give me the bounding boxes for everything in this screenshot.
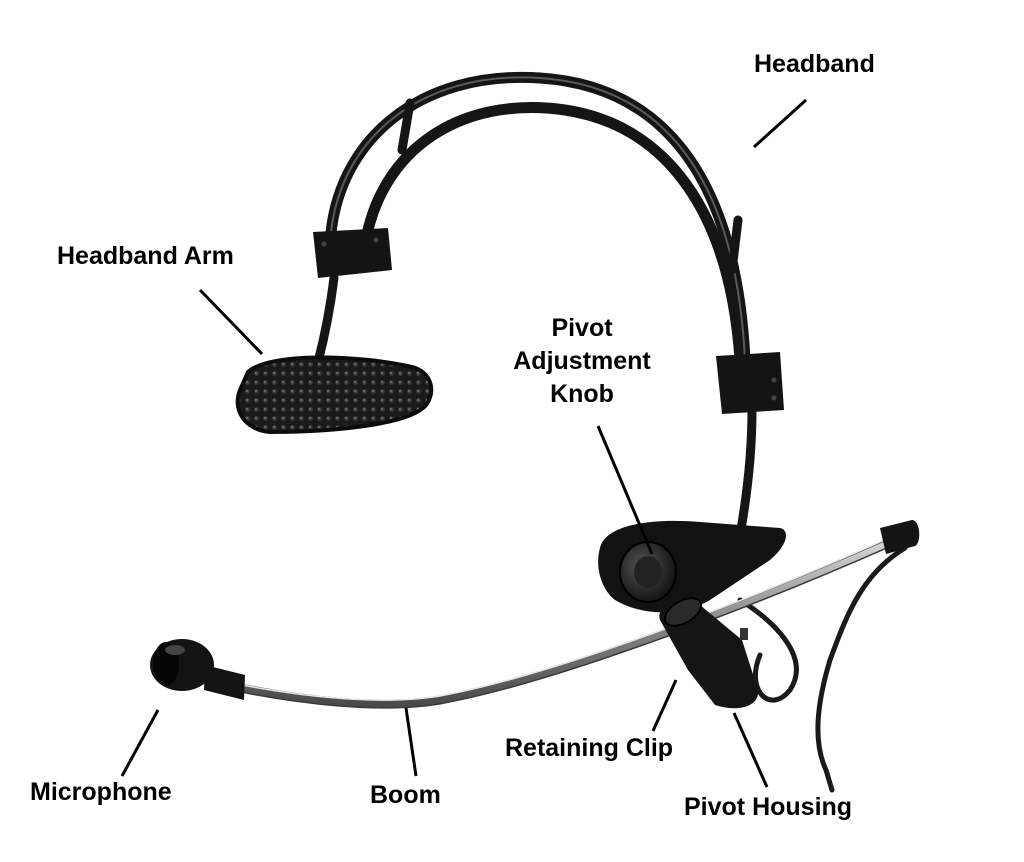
label-pivot-housing: Pivot Housing bbox=[684, 793, 853, 821]
left-slider-block bbox=[313, 228, 392, 278]
pivot-housing bbox=[659, 597, 759, 709]
leader-lines bbox=[120, 98, 808, 788]
right-slider-block bbox=[716, 352, 784, 414]
label-pivot-line-3: Knob bbox=[550, 380, 614, 408]
leader-headband bbox=[752, 98, 808, 149]
leader-boom bbox=[404, 707, 418, 777]
right-headband-arm bbox=[735, 405, 757, 540]
label-headband: Headband bbox=[754, 50, 875, 78]
label-headband-arm: Headband Arm bbox=[57, 242, 234, 270]
label-boom: Boom bbox=[370, 781, 441, 809]
label-microphone: Microphone bbox=[30, 778, 172, 806]
leader-headband-arm bbox=[198, 288, 264, 356]
leader-microphone bbox=[120, 709, 160, 777]
cable bbox=[737, 545, 908, 793]
label-pivot-line-1: Pivot bbox=[551, 314, 613, 342]
leader-pivot-housing bbox=[732, 712, 769, 788]
leader-retaining-clip bbox=[651, 679, 678, 732]
label-pivot-adjustment-knob: Pivot Adjustment Knob bbox=[492, 312, 672, 411]
headband bbox=[324, 71, 751, 366]
pivot-adjustment-knob bbox=[619, 541, 677, 603]
temple-pad bbox=[235, 355, 434, 435]
boom bbox=[235, 533, 905, 709]
boom-end-cap bbox=[880, 520, 920, 554]
leader-pivot-knob bbox=[596, 425, 654, 555]
microphone bbox=[150, 639, 245, 700]
headband-tips bbox=[397, 98, 743, 275]
label-pivot-line-2: Adjustment bbox=[513, 347, 651, 375]
label-retaining-clip: Retaining Clip bbox=[505, 734, 674, 762]
headband-arm bbox=[313, 273, 339, 367]
